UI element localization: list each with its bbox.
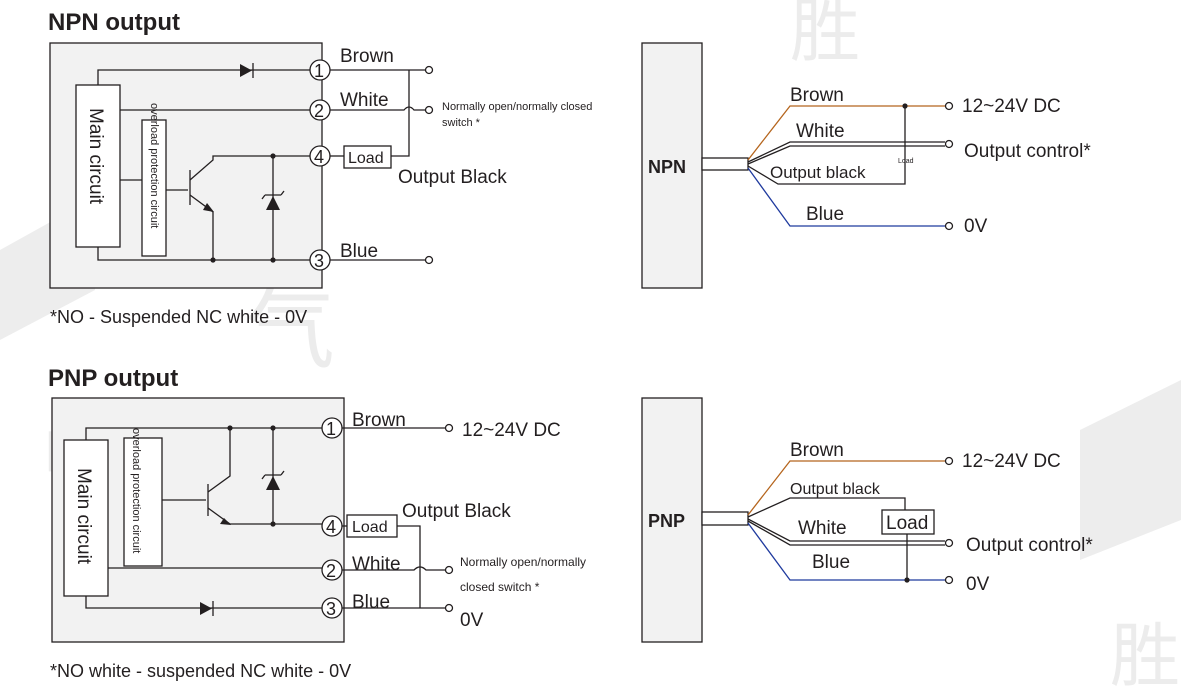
npn-protection-block [141,119,167,257]
pnp-pin-4-label: 4 [326,517,336,537]
npn-wiring-white: White [796,121,845,142]
zener-diode-icon [266,476,280,490]
pnp-wiring-wires [747,456,954,585]
pnp-pin-2-label: 2 [326,561,336,581]
npn-title: NPN output [48,9,180,36]
npn-load-label: Load [348,150,384,167]
watermark-char: 胜 [1110,617,1180,695]
diode-icon [200,602,212,615]
pnp-load-label: Load [352,519,388,536]
npn-pin-4-label: 4 [314,147,324,167]
pnp-footnote: *NO white - suspended NC white - 0V [50,661,351,681]
pnp-main-circuit-label: Main circuit [73,468,94,565]
npn-output-black-label: Output Black [398,167,507,188]
pnp-wiring-output-control: Output control* [966,535,1093,556]
pnp-cable [701,511,749,526]
pnp-external-wiring [342,423,454,613]
npn-wiring-sensor [641,42,703,289]
pnp-wiring-load: Load [886,513,928,534]
npn-blue-label: Blue [340,241,378,262]
npn-pin-2-label: 2 [314,101,324,121]
npn-wiring-output-control: Output control* [964,141,1091,162]
pnp-white-label: White [352,554,401,575]
watermark-char: 胜 [790,0,860,70]
npn-load-box [343,145,392,169]
pnp-switch-note-line2: closed switch * [460,580,540,594]
npn-protection-label: overload protection circuit [148,103,160,228]
pnp-wiring-sensor [641,397,703,643]
pnp-wiring-blue: Blue [812,552,850,573]
pnp-0v-label: 0V [460,610,484,631]
npn-switch-note-line1: Normally open/normally closed [442,101,592,113]
pnp-pin-3-label: 3 [326,599,336,619]
npn-main-circuit-label: Main circuit [85,108,106,205]
npn-wiring-supply: 12~24V DC [962,96,1061,117]
pnp-wiring-load-box [881,509,935,535]
pnp-protection-label: overload protection circuit [130,428,142,553]
pnp-output-black-label: Output Black [402,501,511,522]
npn-wiring-0v: 0V [964,216,988,237]
pnp-switch-note-line1: Normally open/normally [460,555,586,569]
diode-icon [240,64,252,77]
pnp-supply-label: 12~24V DC [462,420,561,441]
npn-pin-1-label: 1 [314,61,324,81]
npn-wiring-load-small: Load [898,158,914,165]
npn-wiring-wires [747,101,954,231]
npn-wiring-brown: Brown [790,85,844,106]
zener-diode-icon [266,196,280,210]
pnp-pin-1-label: 1 [326,419,336,439]
npn-external-wiring [330,65,434,265]
npn-brown-label: Brown [340,46,394,67]
npn-cable [701,157,749,171]
npn-wiring-blue: Blue [806,204,844,225]
pnp-wiring-label: PNP [648,511,685,531]
pnp-wiring-brown: Brown [790,440,844,461]
pnp-wiring-white: White [798,518,847,539]
pnp-wiring-supply: 12~24V DC [962,451,1061,472]
npn-white-label: White [340,90,389,111]
pnp-blue-label: Blue [352,592,390,613]
pnp-brown-label: Brown [352,410,406,431]
pnp-wiring-output-black: Output black [790,481,881,498]
pnp-wiring-0v: 0V [966,574,990,595]
npn-wiring-label: NPN [648,157,686,177]
npn-switch-note-line2: switch * [442,117,481,129]
watermark-char: 气 [245,280,335,380]
npn-wiring-output-black: Output black [770,163,866,182]
pnp-protection-block [123,437,163,567]
npn-pin-3-label: 3 [314,251,324,271]
npn-internal-wiring [97,63,320,263]
pnp-title: PNP output [48,365,178,392]
npn-footnote: *NO - Suspended NC white - 0V [50,307,307,327]
watermark-shape-right [1080,380,1181,560]
pnp-internal-wiring [85,425,322,616]
pnp-main-circuit-block [63,439,109,597]
